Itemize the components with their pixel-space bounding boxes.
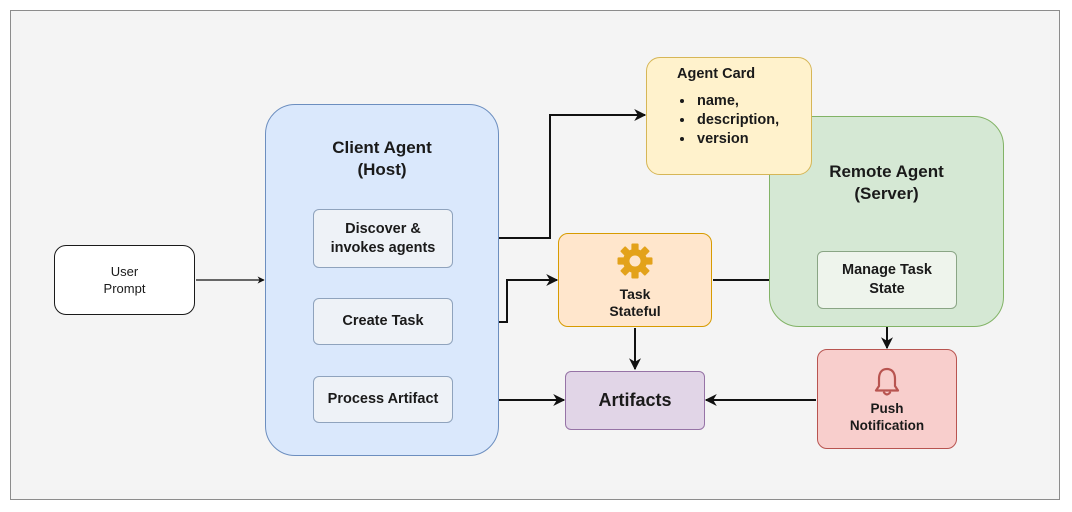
agent-card-field: description,	[695, 111, 779, 130]
remote-agent-title: Remote Agent (Server)	[770, 161, 1003, 205]
client-agent-title: Client Agent (Host)	[266, 137, 498, 181]
user-prompt-box: User Prompt	[54, 245, 195, 315]
create-task-box: Create Task	[313, 298, 453, 345]
agent-card-field: version	[695, 130, 779, 149]
artifacts-box: Artifacts	[565, 371, 705, 430]
task-box: Task Stateful	[558, 233, 712, 327]
agent-card-field: name,	[695, 92, 779, 111]
artifacts-label: Artifacts	[598, 390, 672, 410]
discover-line2: invokes agents	[330, 239, 436, 256]
arrow-discover-to-agent-card	[454, 109, 647, 239]
agent-card-box: Agent Card name, description, version	[646, 57, 812, 175]
manage-task-line1: Manage Task	[842, 262, 932, 278]
manage-task-line2: State	[869, 281, 905, 297]
manage-task-state-box: Manage Task State	[817, 251, 957, 309]
agent-card-field-list: name, description, version	[677, 92, 779, 149]
push-line2: Notification	[849, 418, 925, 433]
discover-agents-box: Discover & invokes agents	[313, 209, 453, 268]
agent-card-title: Agent Card	[677, 66, 756, 82]
client-agent-title-line2: (Host)	[357, 160, 407, 179]
remote-agent-title-line1: Remote Agent	[829, 162, 944, 181]
task-line1: Task	[619, 286, 651, 302]
task-line2: Stateful	[609, 303, 661, 319]
process-artifact-label: Process Artifact	[327, 391, 439, 407]
push-line1: Push	[870, 401, 904, 416]
client-agent-container: Client Agent (Host)	[265, 104, 499, 456]
gear-icon	[617, 243, 653, 279]
create-task-label: Create Task	[342, 313, 424, 329]
push-notification-box: Push Notification	[817, 349, 957, 449]
user-prompt-line2: Prompt	[103, 281, 146, 296]
user-prompt-line1: User	[110, 264, 139, 279]
process-artifact-box: Process Artifact	[313, 376, 453, 423]
discover-line1: Discover &	[345, 220, 421, 237]
client-agent-title-line1: Client Agent	[332, 138, 432, 157]
remote-agent-title-line2: (Server)	[854, 184, 919, 203]
bell-icon	[874, 367, 900, 396]
